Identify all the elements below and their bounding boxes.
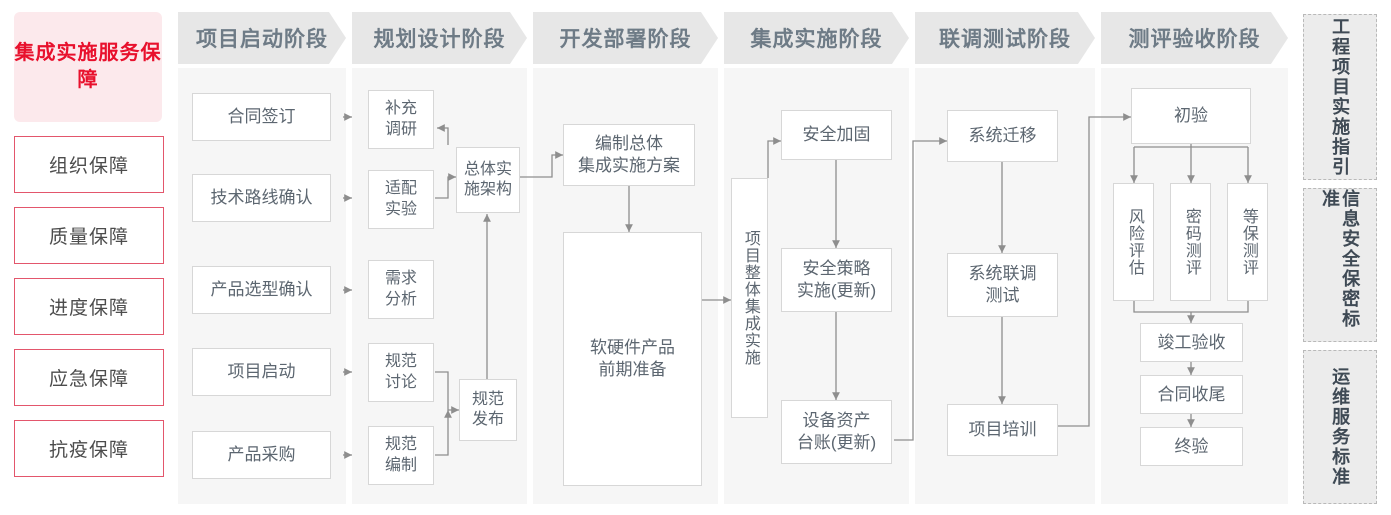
brand-title-box: 集成实施服务保障: [14, 12, 162, 122]
node-label: 补充调研: [384, 100, 417, 138]
phase-header-5[interactable]: 联调测试阶段: [915, 12, 1095, 64]
guarantee-item-2[interactable]: 进度保障: [14, 278, 164, 335]
guarantee-item-3[interactable]: 应急保障: [14, 349, 164, 406]
node-label: 项目培训: [968, 420, 1037, 440]
node-label: 编制总体集成实施方案: [578, 134, 680, 175]
node-supplementary-research[interactable]: 补充调研: [368, 90, 434, 149]
node-label: 项目整体集成实施: [741, 230, 759, 366]
standard-box-security-confidentiality[interactable]: 信息安全保密标准: [1303, 188, 1377, 342]
node-tech-route-confirm[interactable]: 技术路线确认: [192, 174, 331, 222]
guarantee-column: 集成实施服务保障 组织保障 质量保障 进度保障 应急保障 抗疫保障: [14, 12, 164, 504]
node-security-policy-implementation[interactable]: 安全策略实施(更新): [781, 248, 892, 312]
node-security-hardening[interactable]: 安全加固: [781, 110, 892, 160]
standard-box-engineering-guide[interactable]: 工程项目实施指引: [1303, 14, 1377, 180]
standard-label: 信息安全保密标准: [1320, 189, 1361, 329]
node-label: 等保测评: [1239, 208, 1257, 276]
phase-header-6[interactable]: 测评验收阶段: [1101, 12, 1288, 64]
node-label: 总体实施架构: [463, 160, 512, 198]
node-draft-overall-integration-plan[interactable]: 编制总体集成实施方案: [563, 124, 695, 186]
standard-label: 工程项目实施指引: [1330, 17, 1351, 177]
phase-header-label: 项目启动阶段: [196, 28, 328, 51]
node-spec-release[interactable]: 规范发布: [459, 379, 517, 441]
node-preliminary-acceptance[interactable]: 初验: [1131, 88, 1251, 144]
node-label: 安全加固: [802, 125, 871, 145]
node-label: 密码测评: [1182, 208, 1200, 276]
phase-header-label: 集成实施阶段: [750, 28, 883, 51]
node-label: 需求分析: [384, 270, 417, 308]
node-label: 合同签订: [227, 107, 296, 127]
node-label: 设备资产台账(更新): [796, 411, 877, 452]
node-label: 竣工验收: [1157, 332, 1226, 352]
node-system-joint-debug-test[interactable]: 系统联调测试: [947, 253, 1058, 317]
node-contract-closure[interactable]: 合同收尾: [1140, 375, 1243, 414]
node-label: 安全策略实施(更新): [796, 259, 877, 300]
node-project-kickoff[interactable]: 项目启动: [192, 348, 331, 396]
phase-header-1[interactable]: 项目启动阶段: [178, 12, 346, 64]
node-product-procurement[interactable]: 产品采购: [192, 431, 331, 479]
guarantee-item-label: 应急保障: [48, 369, 129, 390]
brand-title-text: 集成实施服务保障: [14, 42, 162, 91]
node-completion-acceptance[interactable]: 竣工验收: [1140, 323, 1243, 362]
standard-box-operations-service[interactable]: 运维服务标准: [1303, 350, 1377, 504]
node-risk-assessment[interactable]: 风险评估: [1113, 183, 1154, 301]
guarantee-item-label: 质量保障: [48, 227, 129, 248]
node-requirement-analysis[interactable]: 需求分析: [368, 260, 434, 319]
node-label: 规范发布: [471, 390, 504, 428]
node-label: 规范编制: [384, 436, 417, 474]
node-label: 软硬件产品前期准备: [590, 338, 675, 379]
phase-header-label: 测评验收阶段: [1128, 28, 1261, 51]
node-label: 合同收尾: [1157, 384, 1226, 404]
node-label: 技术路线确认: [210, 188, 313, 208]
node-classified-protection-evaluation[interactable]: 等保测评: [1227, 183, 1268, 301]
phase-header-label: 规划设计阶段: [373, 28, 506, 51]
phase-header-4[interactable]: 集成实施阶段: [724, 12, 909, 64]
node-label: 规范讨论: [384, 353, 417, 391]
node-equipment-asset-ledger[interactable]: 设备资产台账(更新): [781, 400, 892, 464]
node-overall-project-integration[interactable]: 项目整体集成实施: [731, 178, 768, 418]
node-adaptation-experiment[interactable]: 适配实验: [368, 170, 434, 229]
node-overall-implementation-architecture[interactable]: 总体实施架构: [456, 147, 520, 213]
node-spec-discussion[interactable]: 规范讨论: [368, 343, 434, 402]
node-spec-drafting[interactable]: 规范编制: [368, 426, 434, 485]
node-final-acceptance[interactable]: 终验: [1140, 427, 1243, 466]
node-product-selection-confirm[interactable]: 产品选型确认: [192, 266, 331, 314]
node-label: 产品选型确认: [210, 280, 313, 300]
phase-header-2[interactable]: 规划设计阶段: [352, 12, 527, 64]
guarantee-item-4[interactable]: 抗疫保障: [14, 420, 164, 477]
guarantee-item-0[interactable]: 组织保障: [14, 136, 164, 193]
guarantee-item-1[interactable]: 质量保障: [14, 207, 164, 264]
guarantee-item-label: 进度保障: [48, 298, 129, 319]
phase-header-label: 联调测试阶段: [939, 28, 1071, 51]
node-label: 系统联调测试: [968, 264, 1037, 305]
node-label: 初验: [1174, 106, 1208, 126]
node-label: 终验: [1174, 436, 1209, 456]
node-hardware-software-preparation[interactable]: 软硬件产品前期准备: [563, 232, 702, 486]
phase-header-label: 开发部署阶段: [559, 28, 692, 51]
node-label: 产品采购: [227, 445, 296, 465]
node-contract-signing[interactable]: 合同签订: [192, 93, 331, 141]
guarantee-item-label: 组织保障: [48, 156, 129, 177]
standard-label: 运维服务标准: [1330, 367, 1351, 487]
node-system-migration[interactable]: 系统迁移: [947, 110, 1058, 162]
phase-header-3[interactable]: 开发部署阶段: [533, 12, 718, 64]
node-password-evaluation[interactable]: 密码测评: [1170, 183, 1211, 301]
guarantee-item-label: 抗疫保障: [48, 440, 129, 461]
node-label: 系统迁移: [968, 126, 1037, 146]
node-label: 项目启动: [227, 362, 296, 382]
node-project-training[interactable]: 项目培训: [947, 404, 1058, 456]
node-label: 适配实验: [384, 180, 417, 218]
node-label: 风险评估: [1125, 208, 1143, 276]
